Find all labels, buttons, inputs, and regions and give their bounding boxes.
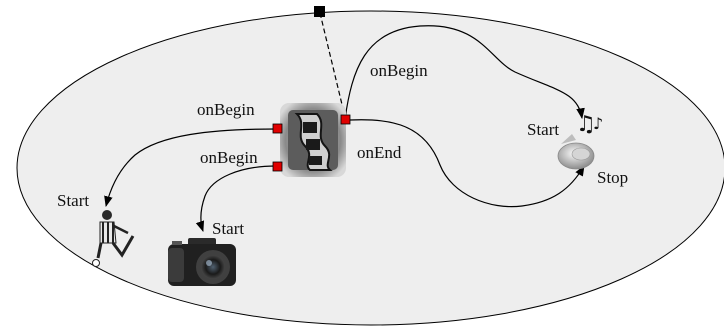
svg-text:♪: ♪ [593, 114, 603, 133]
connector-onbegin-audio [344, 25, 585, 120]
connector-onend-audio [349, 119, 585, 208]
dashed-link [319, 12, 346, 118]
label-start-audio: Start [527, 120, 559, 139]
label-start-camera: Start [212, 219, 244, 238]
speaker-music-icon[interactable]: ♫ ♪ [557, 112, 603, 170]
camera-icon[interactable] [168, 238, 236, 286]
port-onbegin-upper[interactable] [272, 123, 283, 134]
svg-text:♫: ♫ [576, 112, 596, 137]
label-stop-audio: Stop [597, 168, 628, 187]
label-onbegin-left-upper: onBegin [197, 100, 255, 119]
connector-onbegin-player [104, 128, 277, 208]
connector-onbegin-camera [195, 165, 277, 233]
soccer-player-icon[interactable] [92, 210, 135, 267]
label-start-player: Start [57, 191, 89, 210]
label-onend: onEnd [357, 143, 402, 162]
anchor-square[interactable] [314, 6, 325, 17]
port-right[interactable] [340, 114, 351, 125]
film-strip-icon[interactable] [280, 103, 346, 177]
label-onbegin-left-lower: onBegin [200, 148, 258, 167]
label-onbegin-top: onBegin [370, 61, 428, 80]
port-onbegin-lower[interactable] [272, 161, 283, 172]
